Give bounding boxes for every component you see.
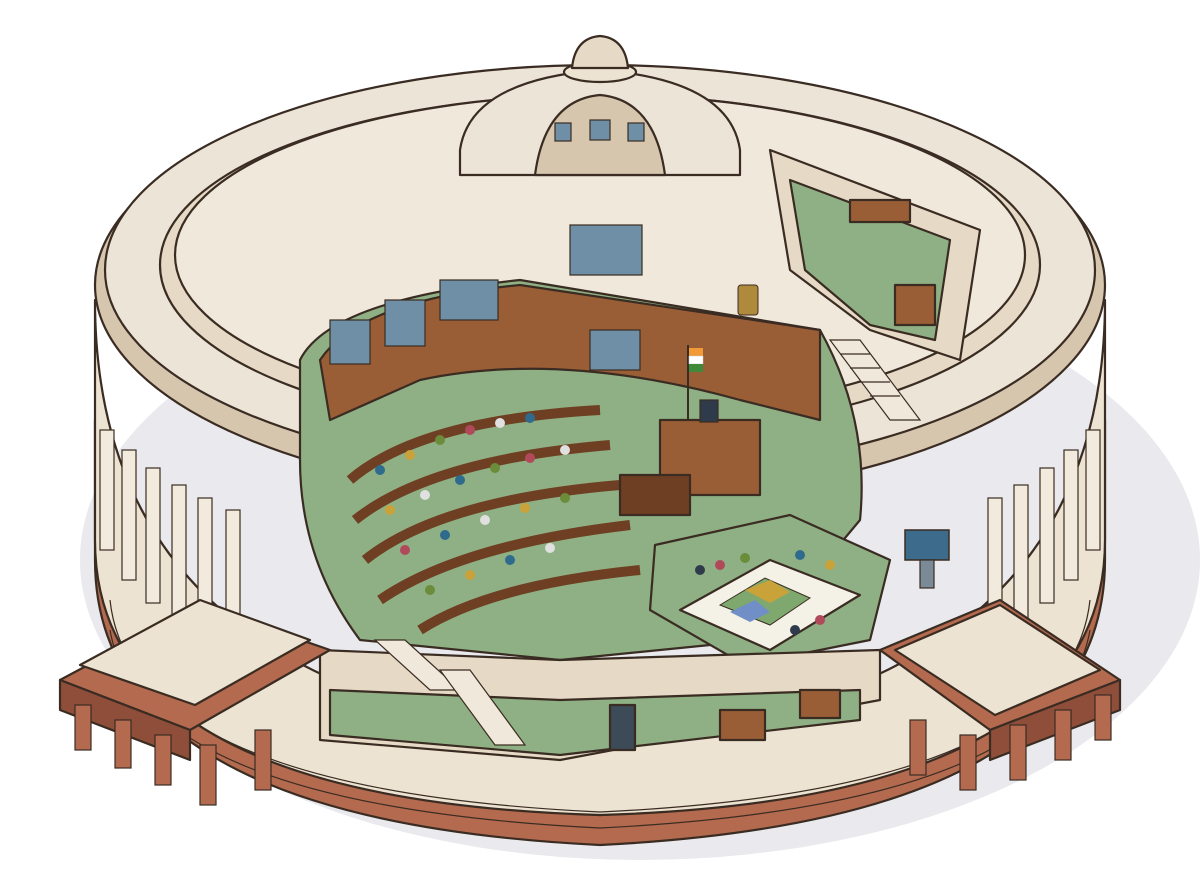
central-dome xyxy=(458,34,742,177)
committee-room xyxy=(648,513,892,667)
state-emblem-icon xyxy=(737,284,759,316)
map-table-icon xyxy=(678,558,862,652)
portico-right xyxy=(878,598,1122,791)
seated-members xyxy=(375,413,570,595)
national-flag-icon xyxy=(687,345,704,420)
speaker-dais xyxy=(618,399,762,517)
member-benches xyxy=(346,405,641,635)
colonnade-right xyxy=(987,429,1101,639)
portico-left xyxy=(58,598,332,806)
standing-officials xyxy=(695,550,835,635)
staircase-right xyxy=(828,339,922,421)
kiosk-screen-icon xyxy=(904,529,950,589)
clerestory-windows xyxy=(329,224,643,371)
lower-level-rooms xyxy=(318,639,882,762)
right-wing-rooms xyxy=(768,148,982,589)
dome-windows xyxy=(554,119,645,142)
staircase-lower xyxy=(373,639,527,746)
